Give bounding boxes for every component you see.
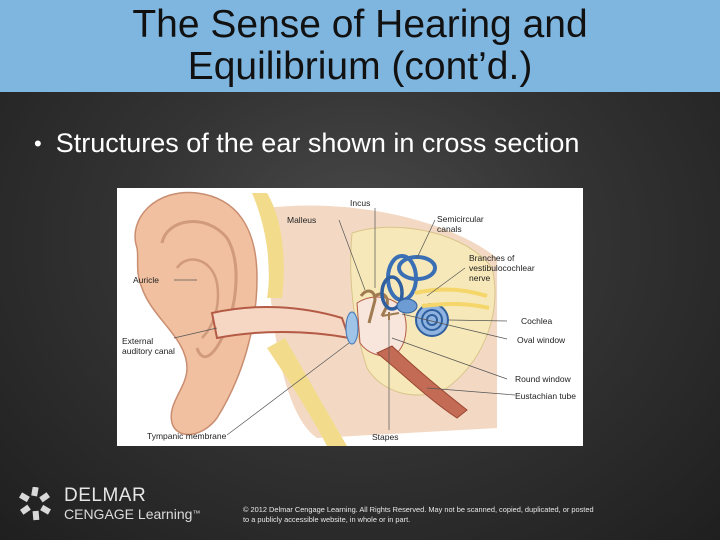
cochlea-shape bbox=[415, 303, 449, 337]
label-semicircular-line-1: Semicircular bbox=[437, 214, 484, 224]
title-band: The Sense of Hearing and Equilibrium (co… bbox=[0, 0, 720, 92]
bullet-item: • Structures of the ear shown in cross s… bbox=[34, 128, 579, 159]
bullet-symbol: • bbox=[34, 130, 42, 156]
bone-strip-lower bbox=[267, 338, 347, 446]
label-branches-line-2: vestibulocochlear bbox=[469, 263, 535, 273]
cochlea-turn-2 bbox=[421, 309, 443, 331]
tympanic-membrane-shape bbox=[345, 311, 359, 345]
label-oval-window: Oval window bbox=[517, 335, 566, 345]
malleus-shape bbox=[359, 289, 377, 324]
slide-title-line-2: Equilibrium (cont’d.) bbox=[187, 45, 533, 88]
leader-lines bbox=[173, 208, 516, 436]
label-eustachian-tube: Eustachian tube bbox=[515, 391, 576, 401]
copyright-notice: © 2012 Delmar Cengage Learning. All Righ… bbox=[243, 505, 663, 525]
logo-cengage-label: CENGAGE Learning bbox=[64, 506, 193, 522]
label-auricle: Auricle bbox=[133, 275, 159, 285]
label-stapes: Stapes bbox=[372, 432, 399, 442]
slide-title-line-1: The Sense of Hearing and bbox=[132, 3, 588, 46]
logo-trademark: ™ bbox=[192, 509, 201, 518]
label-malleus: Malleus bbox=[287, 215, 317, 225]
ear-illustration bbox=[117, 188, 583, 446]
logo-mark-icon bbox=[19, 487, 51, 521]
auricle-fold bbox=[160, 220, 238, 359]
logo-cengage-text: CENGAGE Learning™ bbox=[64, 506, 200, 522]
copyright-line-1: © 2012 Delmar Cengage Learning. All Righ… bbox=[243, 505, 594, 514]
label-branches-line-1: Branches of bbox=[469, 253, 515, 263]
bone-strip-upper bbox=[252, 193, 284, 298]
stapes-shape bbox=[381, 312, 400, 320]
delmar-cengage-logo: DELMAR CENGAGE Learning™ bbox=[16, 486, 200, 522]
label-incus: Incus bbox=[350, 198, 371, 208]
label-external-line-2: auditory canal bbox=[122, 346, 175, 356]
logo-delmar-text: DELMAR bbox=[64, 485, 147, 506]
semicircular-canal-2 bbox=[397, 255, 437, 281]
label-tympanic-membrane: Tympanic membrane bbox=[147, 431, 227, 441]
label-branches-line-3: nerve bbox=[469, 273, 491, 283]
nerve-branch-1 bbox=[414, 287, 488, 298]
label-external-line-1: External bbox=[122, 336, 154, 346]
vestibule-shape bbox=[396, 298, 418, 314]
bullet-text: Structures of the ear shown in cross sec… bbox=[55, 128, 580, 158]
auricle-inner-fold bbox=[175, 258, 220, 339]
eustachian-tube-shape bbox=[376, 345, 468, 419]
ear-cross-section-figure: Incus Malleus Semicircular canals Branch… bbox=[117, 188, 583, 446]
copyright-line-2: to a publicly accessible website, in who… bbox=[243, 515, 411, 524]
semicircular-canal-3 bbox=[380, 275, 404, 311]
label-cochlea: Cochlea bbox=[521, 316, 553, 326]
label-round-window: Round window bbox=[515, 374, 571, 384]
auricle-shape bbox=[134, 191, 258, 436]
label-semicircular-line-2: canals bbox=[437, 224, 462, 234]
nerve-branch-2 bbox=[421, 301, 490, 310]
